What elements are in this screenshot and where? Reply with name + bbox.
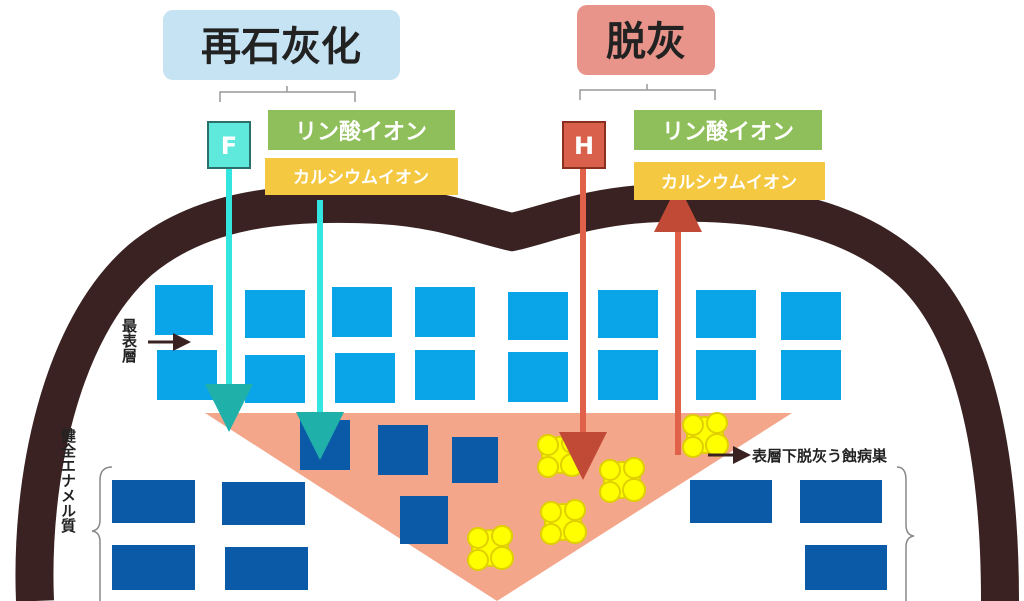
crystal [598,350,658,400]
surface-layer-label: 最表層 [120,317,138,364]
crystal [781,350,841,400]
deep-crystals [112,420,887,590]
crystal [696,350,756,400]
phosphate-box-left [268,110,455,150]
brace-right [896,466,915,601]
bracket-right [579,84,716,100]
calcium-label-right: カルシウムイオン [661,173,797,193]
crystal [245,290,305,338]
crystal [112,545,195,590]
crystal [452,437,498,483]
crystal [415,287,475,337]
calcium-box-right [634,162,825,200]
crystal [400,496,448,544]
crystal [378,425,428,475]
crystal [155,285,213,335]
brace-left [91,466,113,601]
remineralization-box [163,10,400,80]
crystal [508,352,568,402]
crystal [332,287,392,337]
crystal [245,355,305,403]
crystal [800,480,882,523]
tooth-outline [15,183,1019,601]
crystal [335,353,395,403]
blob [682,412,729,458]
hydrogen-label: H [574,132,594,160]
crystal [157,350,217,400]
subsurface-lesion-label: 表層下脱灰う蝕病巣 [752,447,888,465]
crystal [225,547,308,590]
demineralization-title: 脱灰 [606,19,686,65]
crystal [112,480,195,523]
fluoride-label: F [221,132,237,160]
blob [540,499,587,545]
phosphate-label-right: リン酸イオン [662,120,794,145]
crystal [781,292,841,340]
crystal [696,290,756,338]
crystal [508,292,568,340]
bracket-left [219,86,356,102]
crystal [598,290,658,338]
phosphate-box-right [634,110,822,150]
calcium-box-left [265,158,458,195]
hydrogen-box [562,121,606,169]
crystal [300,420,350,470]
healthy-enamel-label: 健全エナメル質 [59,427,77,534]
fluoride-box [207,121,251,169]
remineralization-title: 再石灰化 [201,24,361,70]
surface-crystals [155,285,841,403]
demineralization-box [577,5,715,75]
crystal [805,545,887,590]
blob [467,525,514,571]
crystal [415,350,475,400]
blob [599,457,646,503]
crystal [222,482,305,525]
blob [537,432,584,478]
subsurface-lesion-area [205,413,792,601]
calcium-label-left: カルシウムイオン [293,168,429,188]
phosphate-label-left: リン酸イオン [295,120,427,145]
crystal [690,480,772,523]
